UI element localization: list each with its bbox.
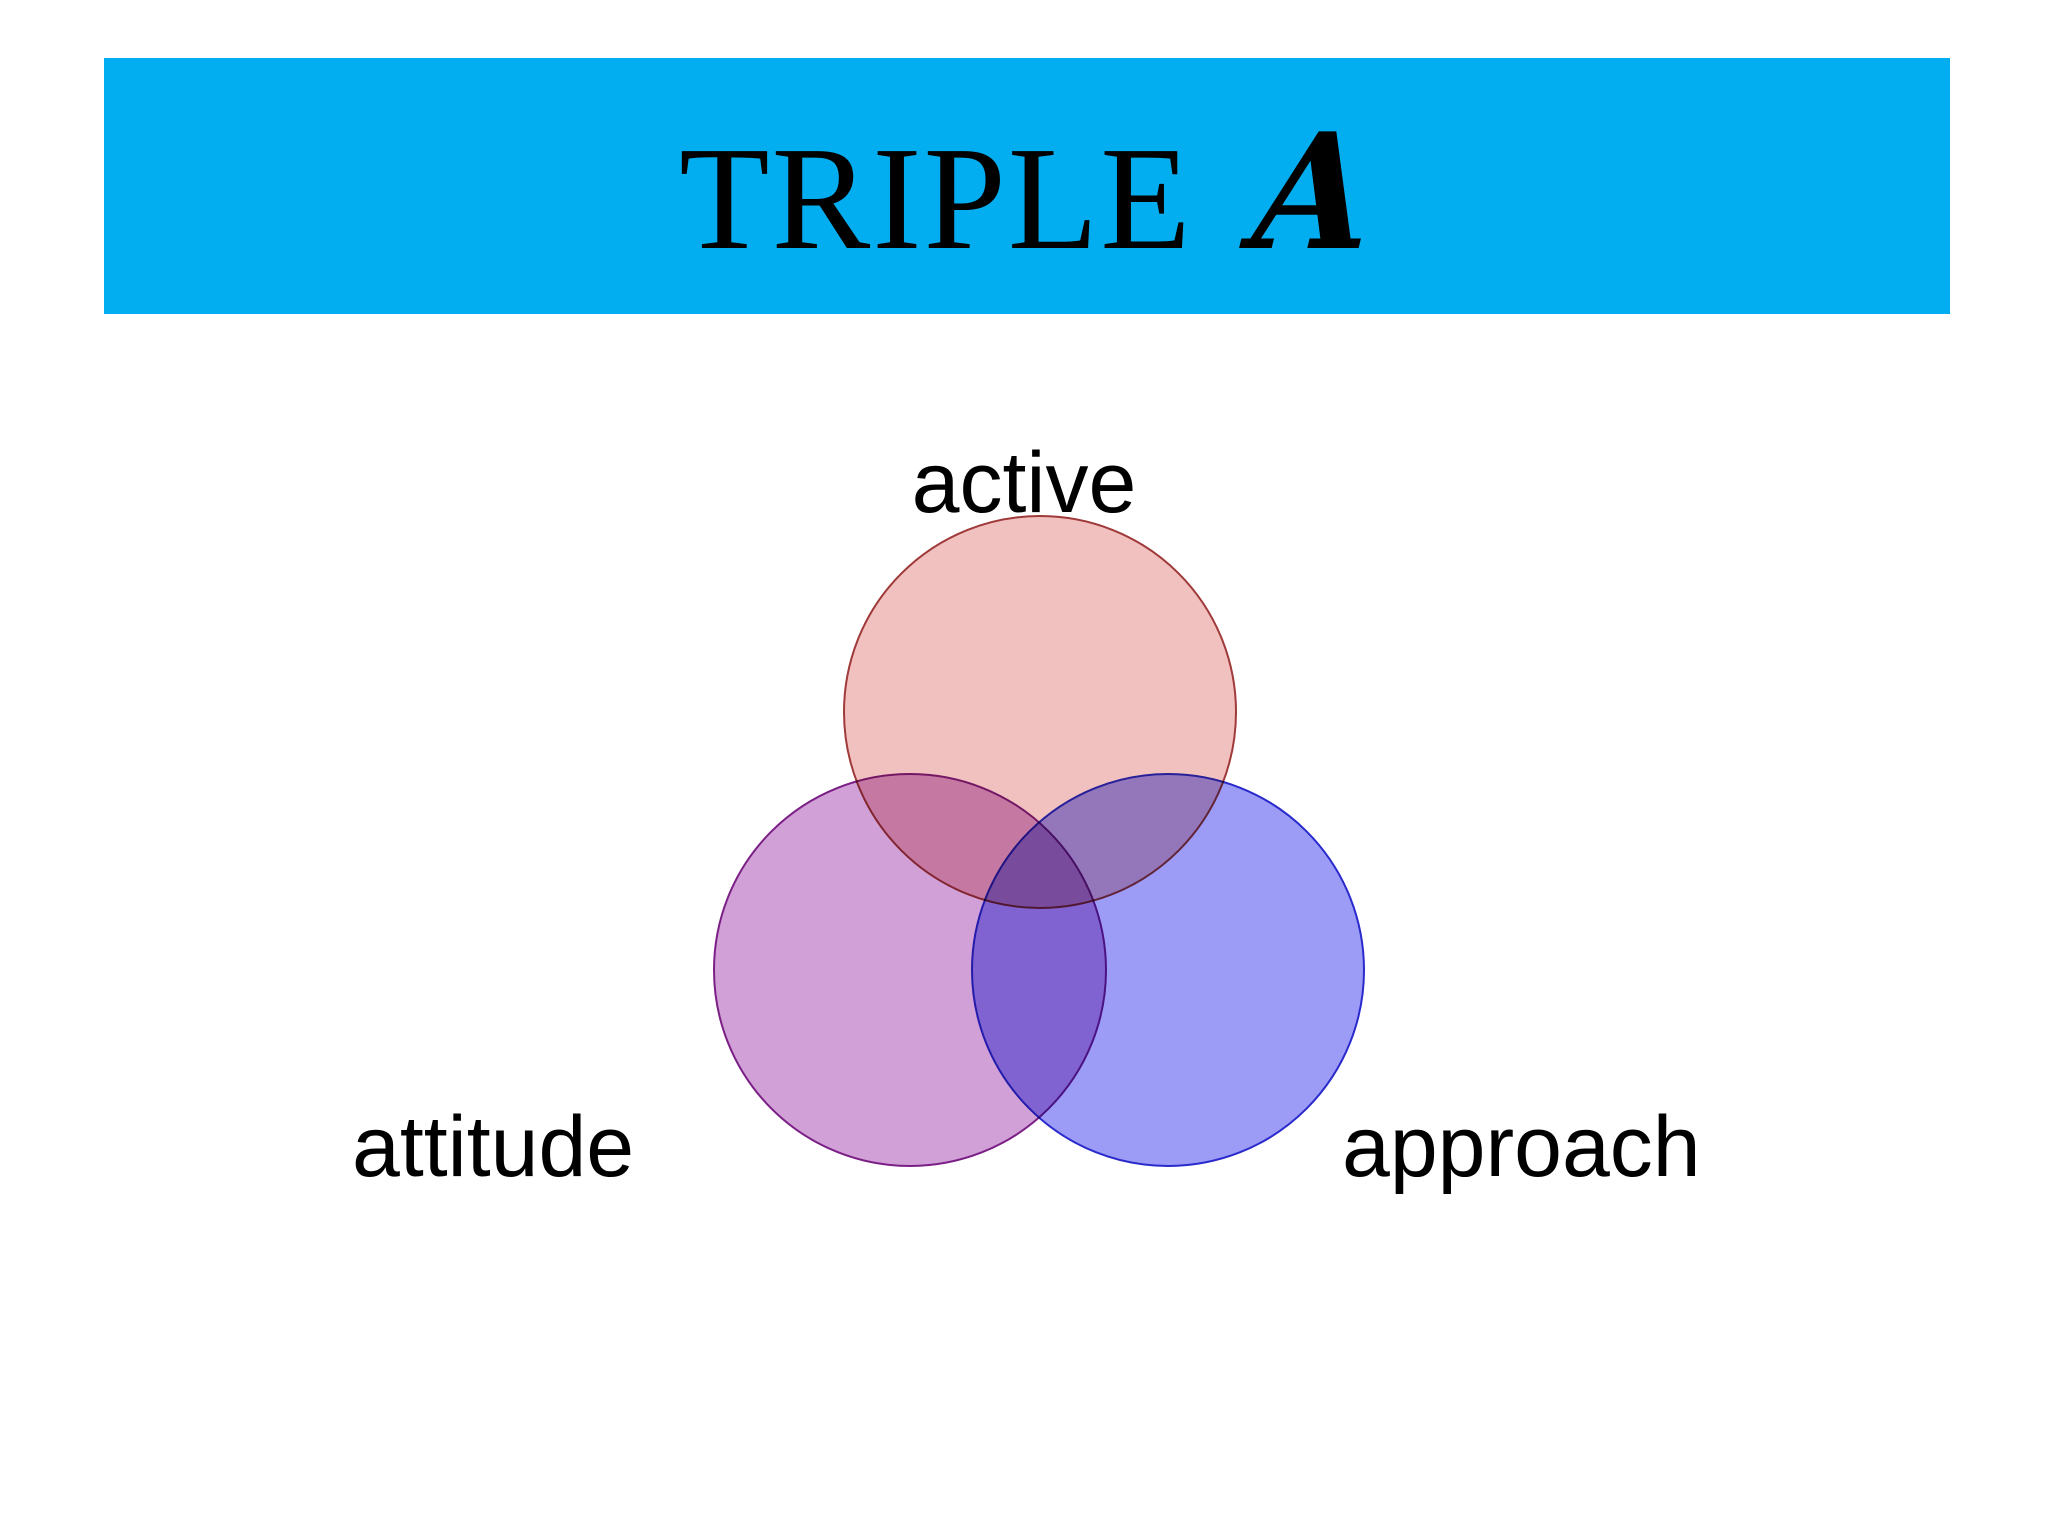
page-title: TRIPLE xyxy=(679,116,1193,281)
venn-label-active: active xyxy=(911,435,1137,531)
title-banner: TRIPLE A xyxy=(104,58,1950,314)
title-text-group: TRIPLE A xyxy=(679,98,1378,286)
venn-label-attitude: attitude xyxy=(352,1099,635,1195)
venn-label-approach: approach xyxy=(1342,1099,1701,1195)
venn-svg xyxy=(713,515,1365,1167)
venn-circle-approach xyxy=(971,773,1365,1167)
